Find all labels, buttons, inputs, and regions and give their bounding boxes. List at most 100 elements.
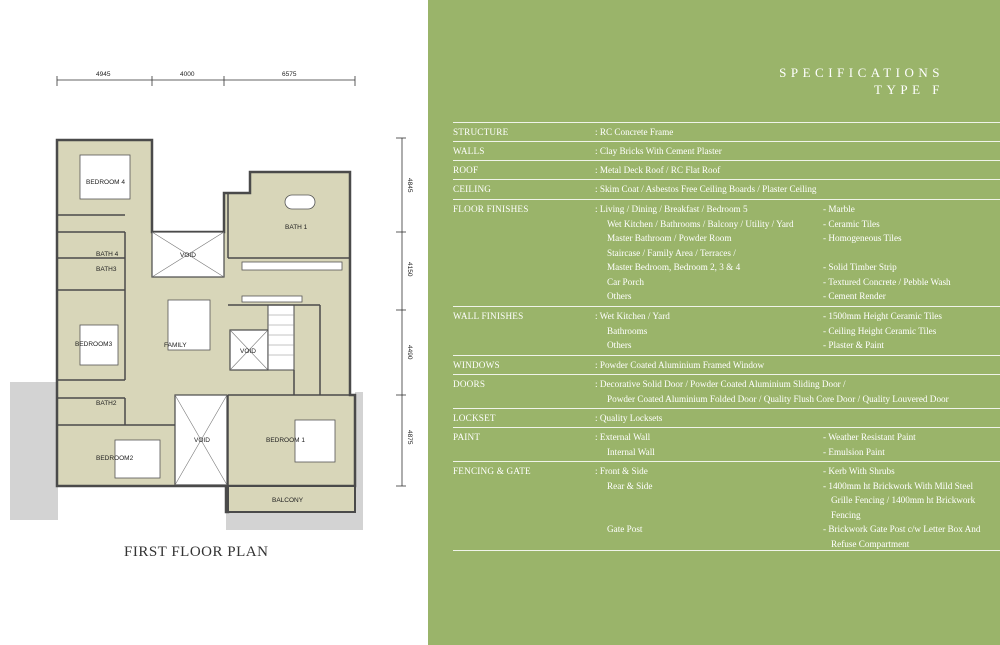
spec-item: : Quality Locksets bbox=[595, 413, 663, 423]
spec-item: : Metal Deck Roof / RC Flat Roof bbox=[595, 165, 721, 175]
dim-right-1: 4845 bbox=[406, 178, 413, 193]
spec-item: : Wet Kitchen / Yard bbox=[595, 311, 670, 321]
spec-item: Others bbox=[607, 340, 632, 350]
spec-item: : Front & Side bbox=[595, 466, 648, 476]
spec-item: Internal Wall bbox=[607, 446, 655, 457]
spec-item bbox=[595, 508, 652, 523]
spec-item: Master Bathroom / Powder Room bbox=[607, 233, 732, 243]
bed-bedroom4 bbox=[79, 154, 131, 200]
floor-plan-drawing: 4945 4000 6575 4845 4150 4490 4875 bbox=[10, 71, 413, 530]
bed-bedroom2 bbox=[114, 439, 161, 479]
spec-label: DOORS bbox=[453, 379, 486, 389]
bed-bedroom1 bbox=[294, 419, 336, 463]
spec-item: Bathrooms bbox=[607, 325, 648, 336]
spec-title-line1: SPECIFICATIONS bbox=[779, 65, 944, 80]
specifications-panel: SPECIFICATIONS TYPE F STRUCTURE : RC Con… bbox=[428, 0, 1000, 645]
spec-value: - Kerb With Shrubs bbox=[823, 466, 895, 476]
spec-value: - Cement Render bbox=[823, 291, 886, 301]
dim-top-2: 4000 bbox=[180, 71, 195, 78]
spec-label: STRUCTURE bbox=[453, 127, 509, 137]
spec-item: Others bbox=[607, 291, 632, 301]
room-label-bath4: BATH 4 bbox=[96, 251, 119, 258]
spec-value: Grille Fencing / 1400mm ht Brickwork bbox=[831, 495, 976, 505]
spec-label: WALLS bbox=[453, 146, 485, 156]
room-label-bedroom2: BEDROOM2 bbox=[96, 455, 134, 462]
room-label-bath1: BATH 1 bbox=[285, 224, 308, 231]
staircase bbox=[267, 304, 295, 371]
spec-value: Fencing bbox=[831, 509, 861, 520]
spec-item: : Living / Dining / Breakfast / Bedroom … bbox=[595, 204, 748, 214]
spec-row-structure: STRUCTURE : RC Concrete Frame bbox=[453, 122, 1000, 137]
spec-title-line2: TYPE F bbox=[874, 82, 944, 97]
family-sofa bbox=[167, 299, 211, 351]
spec-item: Gate Post bbox=[607, 524, 643, 534]
room-label-bath2: BATH2 bbox=[96, 400, 117, 407]
spec-row-walls: WALLS : Clay Bricks With Cement Plaster bbox=[453, 141, 1000, 156]
spec-row-lockset: LOCKSET : Quality Locksets bbox=[453, 408, 1000, 423]
spec-item: : RC Concrete Frame bbox=[595, 127, 674, 137]
spec-value: - Textured Concrete / Pebble Wash bbox=[823, 276, 951, 287]
spec-value: - Homogeneous Tiles bbox=[823, 233, 902, 243]
spec-label: FENCING & GATE bbox=[453, 466, 531, 476]
spec-item: : Skim Coat / Asbestos Free Ceiling Boar… bbox=[595, 184, 817, 194]
spec-item: Master Bedroom, Bedroom 2, 3 & 4 bbox=[607, 262, 741, 272]
spec-value: - 1500mm Height Ceramic Tiles bbox=[823, 311, 942, 321]
terrace-right bbox=[355, 392, 363, 530]
spec-item bbox=[595, 493, 652, 508]
spec-value: - Brickwork Gate Post c/w Letter Box And bbox=[823, 524, 981, 534]
wardrobe-bath1 bbox=[241, 261, 343, 271]
spec-label: WALL FINISHES bbox=[453, 311, 524, 321]
spec-label: WINDOWS bbox=[453, 360, 500, 370]
spec-value: - Emulsion Paint bbox=[823, 446, 885, 457]
terrace-bottom bbox=[226, 512, 363, 530]
spec-row-doors: DOORS : Decorative Solid Door / Powder C… bbox=[453, 374, 1000, 404]
spec-value: - Ceiling Height Ceramic Tiles bbox=[823, 325, 937, 336]
spec-title: SPECIFICATIONS TYPE F bbox=[779, 64, 944, 98]
room-label-bedroom4: BEDROOM 4 bbox=[86, 179, 125, 186]
spec-item: Powder Coated Aluminium Folded Door / Qu… bbox=[607, 393, 949, 404]
spec-label: PAINT bbox=[453, 432, 481, 442]
spec-item: Car Porch bbox=[607, 276, 644, 287]
bed-bedroom3 bbox=[79, 324, 119, 366]
dim-right-2: 4150 bbox=[406, 262, 413, 277]
bathtub bbox=[284, 194, 316, 210]
room-label-bedroom1: BEDROOM 1 bbox=[266, 437, 305, 444]
spec-item: Rear & Side bbox=[607, 480, 653, 491]
spec-label: CEILING bbox=[453, 184, 492, 194]
spec-item: : Powder Coated Aluminium Framed Window bbox=[595, 360, 765, 370]
room-label-balcony: BALCONY bbox=[272, 497, 304, 504]
spec-row-paint: PAINT : External Wall Internal Wall - We… bbox=[453, 427, 1000, 457]
dim-right-4: 4875 bbox=[406, 430, 413, 445]
spec-value: Refuse Compartment bbox=[831, 538, 910, 549]
room-label-void2: VOID bbox=[240, 348, 256, 355]
spec-row-ceiling: CEILING : Skim Coat / Asbestos Free Ceil… bbox=[453, 179, 1000, 194]
terrace-left bbox=[10, 382, 58, 520]
spec-item: : Decorative Solid Door / Powder Coated … bbox=[595, 379, 846, 389]
spec-label: LOCKSET bbox=[453, 413, 496, 423]
balcony-area bbox=[227, 485, 356, 513]
room-label-family: FAMILY bbox=[164, 342, 187, 349]
spec-label: ROOF bbox=[453, 165, 479, 175]
spec-label: FLOOR FINISHES bbox=[453, 204, 529, 214]
dim-top-1: 4945 bbox=[96, 71, 111, 78]
room-label-bedroom3: BEDROOM3 bbox=[75, 341, 113, 348]
spec-value: - 1400mm ht Brickwork With Mild Steel bbox=[823, 480, 974, 491]
spec-value: - Solid Timber Strip bbox=[823, 262, 897, 272]
spec-item: : External Wall bbox=[595, 432, 651, 442]
spec-row-fencing-gate: FENCING & GATE : Front & Side Rear & Sid… bbox=[453, 461, 1000, 549]
dim-top-3: 6575 bbox=[282, 71, 297, 78]
spec-item: Staircase / Family Area / Terraces / bbox=[607, 247, 736, 258]
plan-title: FIRST FLOOR PLAN bbox=[124, 544, 269, 560]
spec-value: - Marble bbox=[823, 204, 855, 214]
room-label-bath3: BATH3 bbox=[96, 266, 117, 273]
room-label-void1: VOID bbox=[180, 252, 196, 259]
room-label-void3: VOID bbox=[194, 437, 210, 444]
spec-row-floor-finishes: FLOOR FINISHES : Living / Dining / Break… bbox=[453, 199, 1000, 301]
dim-right-3: 4490 bbox=[406, 345, 413, 360]
spec-bottom-rule bbox=[453, 550, 1000, 551]
spec-item: : Clay Bricks With Cement Plaster bbox=[595, 146, 722, 156]
spec-row-windows: WINDOWS : Powder Coated Aluminium Framed… bbox=[453, 355, 1000, 370]
spec-value: - Weather Resistant Paint bbox=[823, 432, 916, 442]
spec-row-roof: ROOF : Metal Deck Roof / RC Flat Roof bbox=[453, 160, 1000, 175]
spec-row-wall-finishes: WALL FINISHES : Wet Kitchen / Yard Bathr… bbox=[453, 306, 1000, 350]
